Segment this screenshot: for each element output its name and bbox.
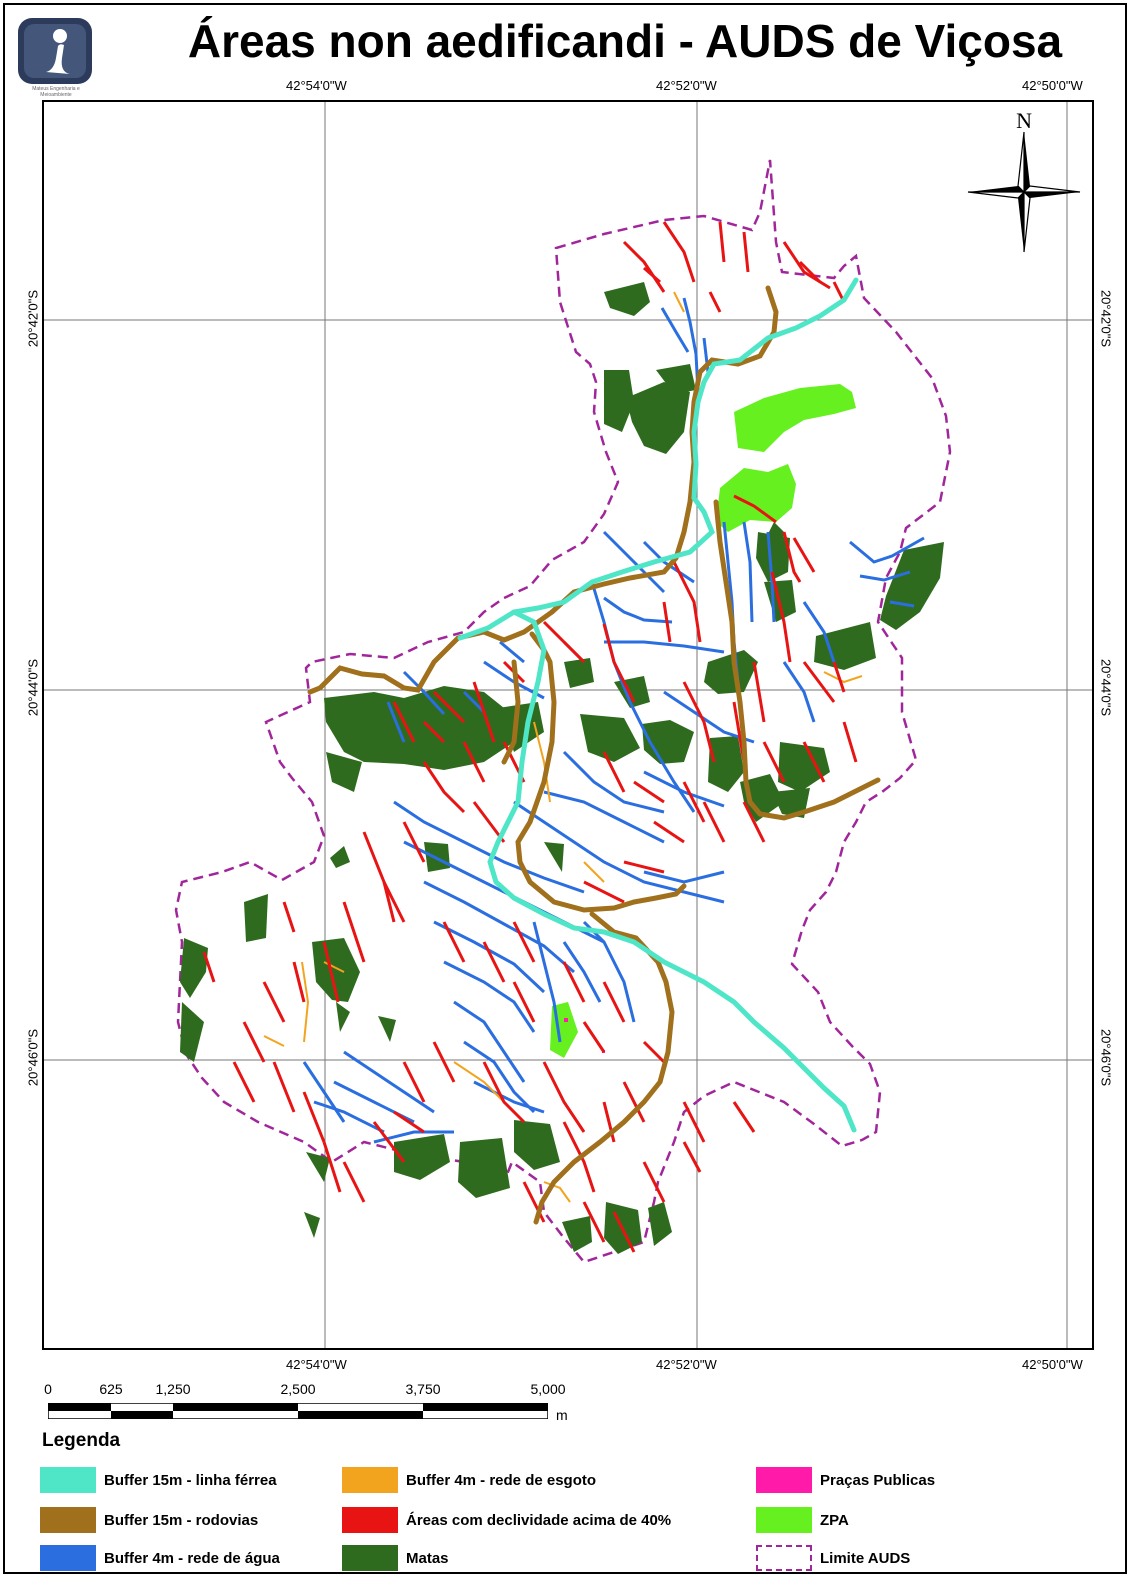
legend-item-rede-agua: Buffer 4m - rede de água xyxy=(40,1544,280,1572)
rede-agua-lines xyxy=(302,297,925,1144)
legend-swatch xyxy=(342,1507,398,1533)
top-longitude-label: 42°52'0"W xyxy=(656,78,717,93)
bottom-longitude-label: 42°54'0"W xyxy=(286,1357,347,1372)
legend-title: Legenda xyxy=(42,1430,121,1451)
legend-label: Matas xyxy=(406,1549,449,1567)
scale-label: 3,750 xyxy=(405,1381,441,1397)
scale-unit: m xyxy=(556,1407,568,1423)
legend-swatch xyxy=(40,1467,96,1493)
logo xyxy=(16,16,94,86)
scale-label: 0 xyxy=(44,1381,52,1397)
legend-label: Áreas com declividade acima de 40% xyxy=(406,1511,672,1529)
right-latitude-label: 20°46'0"S xyxy=(1098,1028,1114,1087)
legend-swatch xyxy=(342,1545,398,1571)
auds-boundary xyxy=(174,159,952,1264)
top-longitude-label: 42°50'0"W xyxy=(1022,78,1083,93)
map-frame xyxy=(3,3,1127,1574)
map-canvas[interactable]: N xyxy=(44,102,1092,1348)
scale-label: 1,250 xyxy=(155,1381,191,1397)
bottom-longitude-label: 42°50'0"W xyxy=(1022,1357,1083,1372)
scale-label: 5,000 xyxy=(530,1381,566,1397)
linha-ferrea-lines xyxy=(457,277,859,1133)
scale-label: 625 xyxy=(99,1381,123,1397)
i-logo-icon xyxy=(18,18,92,84)
legend-swatch xyxy=(756,1467,812,1493)
legend-swatch xyxy=(756,1545,812,1571)
declividade-areas xyxy=(202,221,858,1253)
right-latitude-label: 20°42'0"S xyxy=(1098,289,1114,348)
legend-label: Praças Publicas xyxy=(820,1471,936,1489)
left-latitude-label: 20°44'0"S xyxy=(25,658,41,717)
legend-item-matas: Matas xyxy=(342,1544,449,1572)
top-longitude-label: 42°54'0"W xyxy=(286,78,347,93)
right-latitude-label: 20°44'0"S xyxy=(1098,658,1114,717)
rede-esgoto-lines xyxy=(263,291,863,1203)
graticule-lines xyxy=(44,102,1092,1348)
legend-item-rodovias: Buffer 15m - rodovias xyxy=(40,1506,258,1534)
matas-areas xyxy=(180,282,944,1254)
legend-label: ZPA xyxy=(820,1511,849,1529)
map-area[interactable]: N xyxy=(42,100,1094,1350)
legend-label: Buffer 4m - rede de água xyxy=(104,1549,280,1567)
legend-item-limite: Limite AUDS xyxy=(756,1544,910,1572)
legend-swatch xyxy=(40,1507,96,1533)
scale-label: 2,500 xyxy=(280,1381,316,1397)
legend-label: Buffer 15m - linha férrea xyxy=(104,1471,277,1489)
north-arrow-icon: N xyxy=(967,108,1081,253)
legend-item-pracas: Praças Publicas xyxy=(756,1466,935,1494)
scale-labels: 0 625 1,250 2,500 3,750 5,000 xyxy=(0,1381,1132,1401)
legend-swatch xyxy=(756,1507,812,1533)
left-latitude-label: 20°42'0"S xyxy=(25,289,41,348)
legend-item-declividade: Áreas com declividade acima de 40% xyxy=(342,1506,671,1534)
left-latitude-label: 20°46'0"S xyxy=(25,1028,41,1087)
legend-label: Buffer 4m - rede de esgoto xyxy=(406,1471,597,1489)
north-label: N xyxy=(1016,108,1032,133)
legend-item-zpa: ZPA xyxy=(756,1506,849,1534)
scale-bar xyxy=(47,1402,549,1420)
bottom-longitude-label: 42°52'0"W xyxy=(656,1357,717,1372)
legend-swatch xyxy=(40,1545,96,1571)
logo-caption: Mateus Engenharia e Meioambiente xyxy=(32,86,80,98)
legend-item-linha-ferrea: Buffer 15m - linha férrea xyxy=(40,1466,277,1494)
legend-label: Limite AUDS xyxy=(820,1549,911,1567)
legend-item-rede-esgoto: Buffer 4m - rede de esgoto xyxy=(342,1466,596,1494)
zpa-areas xyxy=(550,384,856,1058)
legend-label: Buffer 15m - rodovias xyxy=(104,1511,259,1529)
map-title: Áreas non aedificandi - AUDS de Viçosa xyxy=(187,15,1063,67)
legend-swatch xyxy=(342,1467,398,1493)
